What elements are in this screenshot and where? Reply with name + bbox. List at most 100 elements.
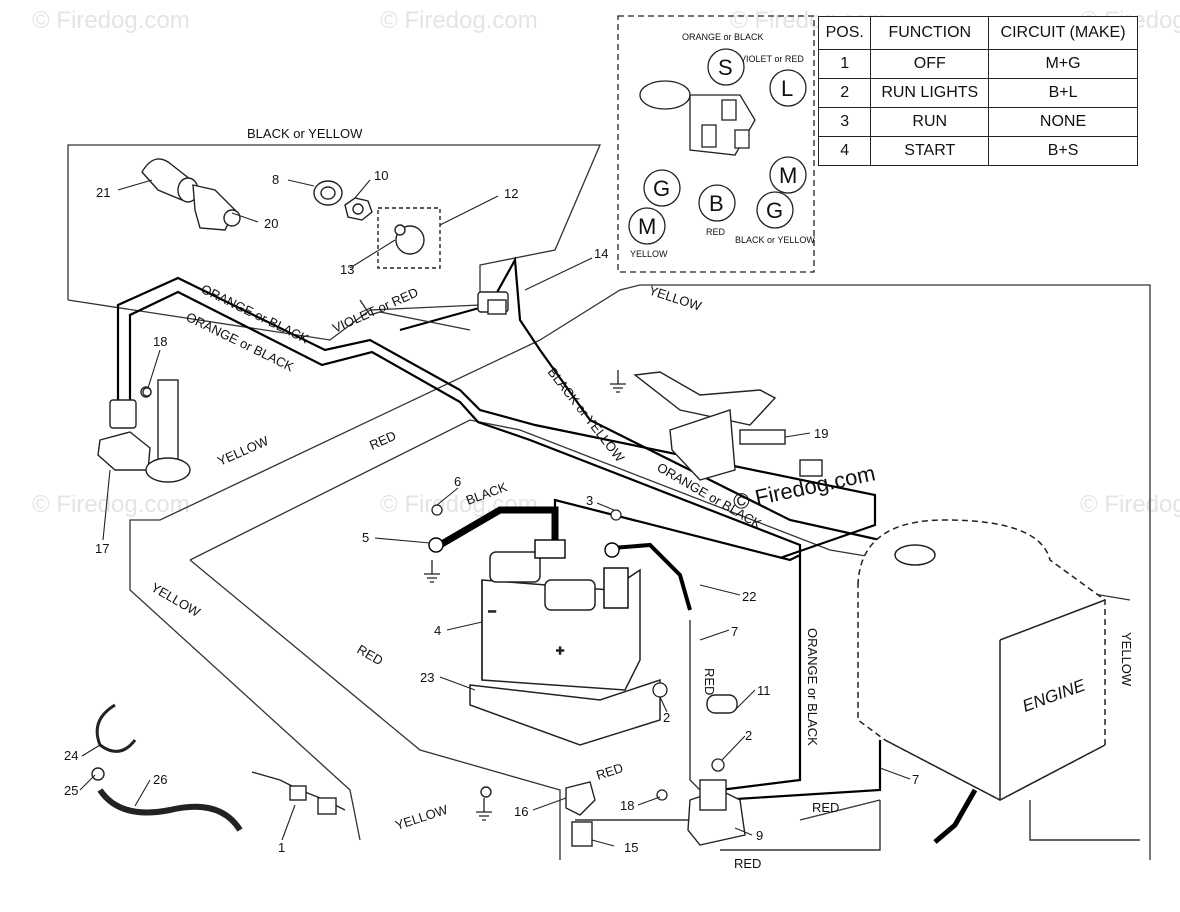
switch-position-table: POS. FUNCTION CIRCUIT (MAKE) 1 OFF M+G 2… <box>817 16 1138 166</box>
part-number: 17 <box>95 541 109 556</box>
part-number: 4 <box>434 623 441 638</box>
header-circuit: CIRCUIT (MAKE) <box>988 16 1138 50</box>
wire-label: RED <box>355 642 386 669</box>
svg-text:−: − <box>488 603 496 619</box>
part-number: 1 <box>278 840 285 855</box>
switch-connector <box>477 291 509 315</box>
header-pos: POS. <box>817 16 872 50</box>
table-cell: NONE <box>988 107 1138 137</box>
wire-label: RED <box>734 856 761 871</box>
watermark: © Firedog.com <box>380 491 538 518</box>
pin-b: B <box>709 191 724 216</box>
table-cell: B+L <box>988 78 1138 108</box>
watermark: © Firedog.com <box>32 7 190 34</box>
wire-label: RED <box>367 428 398 453</box>
watermarks: © Firedog.com © Firedog.com © Firedog.co… <box>32 7 1180 518</box>
table-cell: 2 <box>817 78 872 108</box>
hardware <box>142 387 725 801</box>
wire-label: YELLOW <box>393 802 450 833</box>
part-number: 7 <box>731 624 738 639</box>
wire-label: YELLOW <box>647 283 704 314</box>
pin-m-2: M <box>638 214 656 239</box>
table-row: 3 RUN NONE <box>817 107 1138 137</box>
wire-label: RED <box>812 800 839 815</box>
table-cell: START <box>870 136 990 166</box>
detail-label-yellow: YELLOW <box>630 249 668 259</box>
detail-label-violet: VIOLET or RED <box>740 54 804 64</box>
part-number: 5 <box>362 530 369 545</box>
part-number: 12 <box>504 186 518 201</box>
ground-symbols <box>424 370 626 821</box>
table-cell: 3 <box>817 107 872 137</box>
table-cell: OFF <box>870 49 990 79</box>
pin-g: G <box>653 176 670 201</box>
wire-label: RED <box>594 760 625 783</box>
part-number: 9 <box>756 828 763 843</box>
part-number: 26 <box>153 772 167 787</box>
pin-s: S <box>718 55 733 80</box>
detail-label-red: RED <box>706 227 726 237</box>
part-number: 18 <box>620 798 634 813</box>
table-cell: RUN LIGHTS <box>870 78 990 108</box>
part-number: 22 <box>742 589 756 604</box>
table-row: 4 START B+S <box>817 136 1138 166</box>
table-cell: 1 <box>817 49 872 79</box>
part-number: 20 <box>264 216 278 231</box>
part-number: 2 <box>663 710 670 725</box>
svg-text:+: + <box>556 642 564 658</box>
small-parts <box>565 694 738 847</box>
pin-l: L <box>781 76 793 101</box>
table-cell: M+G <box>988 49 1138 79</box>
battery-assembly: − + <box>469 551 661 746</box>
part-number: 10 <box>374 168 388 183</box>
wire-label: RED <box>702 668 717 695</box>
part-number: 25 <box>64 783 78 798</box>
table-row: 1 OFF M+G <box>817 49 1138 79</box>
table-cell: 4 <box>817 136 872 166</box>
pin-g-2: G <box>766 198 783 223</box>
ignition-parts <box>313 180 441 269</box>
watermark: © Firedog.com <box>1080 491 1180 518</box>
battery-cables <box>428 506 692 611</box>
loose-parts <box>91 703 492 832</box>
part-number: 3 <box>586 493 593 508</box>
part-number: 23 <box>420 670 434 685</box>
watermark: © Firedog.com <box>32 491 190 518</box>
wire-label: BLACK or YELLOW <box>247 126 363 141</box>
part-number: 8 <box>272 172 279 187</box>
part-number: 15 <box>624 840 638 855</box>
table-header-row: POS. FUNCTION CIRCUIT (MAKE) <box>817 16 1138 50</box>
engine-cable <box>933 788 978 844</box>
header-function: FUNCTION <box>870 16 990 50</box>
solenoid-9 <box>687 779 746 846</box>
part-number: 16 <box>514 804 528 819</box>
detail-label-orange: ORANGE or BLACK <box>682 32 764 42</box>
part-number: 11 <box>757 683 771 698</box>
detail-label-black-yellow: BLACK or YELLOW <box>735 235 815 245</box>
connector-17 <box>97 379 191 483</box>
wire-label: YELLOW <box>1119 632 1134 687</box>
part-numbers: 21 20 8 10 12 13 14 18 17 19 6 3 5 4 22 … <box>64 168 919 855</box>
part-number: 6 <box>454 474 461 489</box>
headlight-assembly <box>141 158 241 231</box>
wire-label: YELLOW <box>215 433 271 469</box>
pin-m: M <box>779 163 797 188</box>
switch-detail: ORANGE or BLACK VIOLET or RED S L G B M … <box>617 15 815 273</box>
part-number: 24 <box>64 748 78 763</box>
part-number: 19 <box>814 426 828 441</box>
part-number: 21 <box>96 185 110 200</box>
table-cell: RUN <box>870 107 990 137</box>
part-number: 7 <box>912 772 919 787</box>
watermark: © Firedog.com <box>380 7 538 34</box>
leader-lines <box>79 179 911 847</box>
part-number: 2 <box>745 728 752 743</box>
bracket-19 <box>633 371 823 481</box>
table-cell: B+S <box>988 136 1138 166</box>
engine-block <box>857 519 1106 801</box>
part-number: 14 <box>594 246 608 261</box>
chassis-outline <box>67 144 1151 860</box>
wire-label: ORANGE or BLACK <box>805 628 820 746</box>
thin-wires <box>359 299 1140 851</box>
part-number: 18 <box>153 334 167 349</box>
